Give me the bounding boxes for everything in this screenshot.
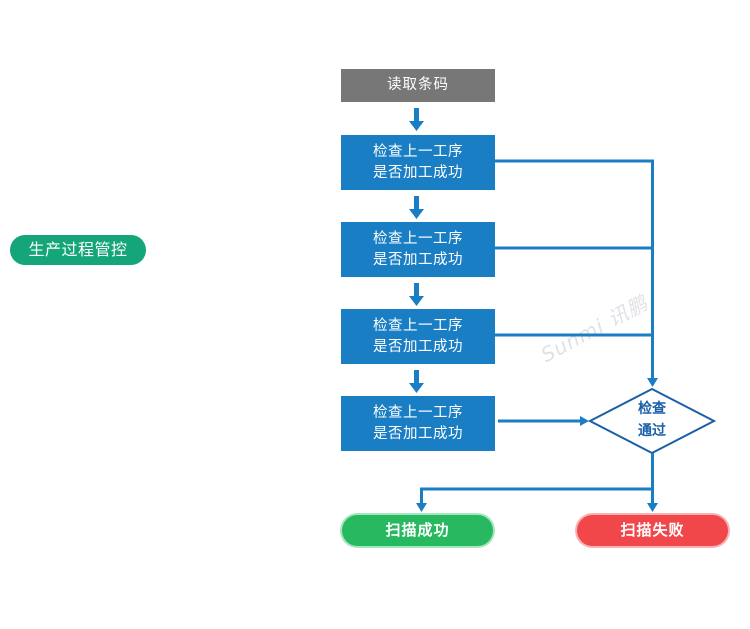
step-check-4-line2: 是否加工成功	[373, 425, 463, 442]
fail-connectors	[495, 159, 654, 380]
step-check-3-line2: 是否加工成功	[373, 338, 463, 355]
step-check-1: 检查上一工序 是否加工成功	[341, 135, 495, 190]
decision-label-line2: 通过	[638, 423, 666, 439]
to-decision-arrowhead	[580, 416, 589, 426]
side-label: 生产过程管控	[10, 235, 146, 265]
step-read-barcode: 读取条码	[341, 69, 495, 102]
step-check-3-line1: 检查上一工序	[373, 317, 463, 334]
decision-outputs	[420, 453, 654, 505]
bus-arrowhead	[647, 378, 658, 387]
step-check-2-line1: 检查上一工序	[373, 230, 463, 247]
step-check-3: 检查上一工序 是否加工成功	[341, 309, 495, 364]
success-arrowhead	[416, 503, 427, 512]
scan-failure-terminal: 扫描失败	[577, 515, 728, 546]
step-arrows	[409, 108, 424, 393]
step-check-4: 检查上一工序 是否加工成功	[341, 396, 495, 451]
decision-label-line1: 检查	[638, 401, 666, 417]
step-check-2: 检查上一工序 是否加工成功	[341, 222, 495, 277]
step-check-4-line1: 检查上一工序	[373, 404, 463, 421]
step-check-2-line2: 是否加工成功	[373, 251, 463, 268]
step-check-1-line2: 是否加工成功	[373, 164, 463, 181]
decision-label: 检查 通过	[615, 398, 689, 442]
scan-success-terminal: 扫描成功	[342, 515, 493, 546]
step-check-1-line1: 检查上一工序	[373, 143, 463, 160]
failure-arrowhead	[647, 503, 658, 512]
